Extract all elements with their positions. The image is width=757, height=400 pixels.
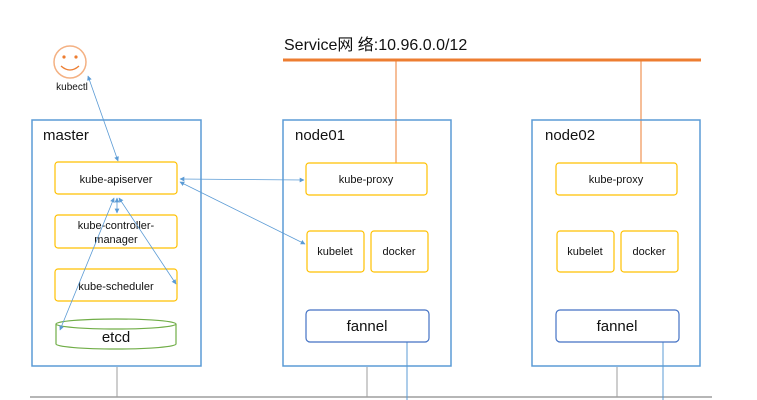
node01-kubelet-box	[306, 230, 365, 273]
kube-controller-manager-label-line2: manager	[94, 234, 138, 246]
apiserver-proxy-arrow	[179, 176, 305, 183]
etcd-label: etcd	[102, 329, 130, 346]
node02-kubelet-box	[556, 230, 615, 273]
node02-kube-proxy-label: kube-proxy	[589, 174, 644, 186]
apiserver-scheduler-arrow	[118, 197, 177, 285]
node02-box	[531, 119, 701, 367]
node02-title: node02	[545, 127, 595, 144]
kubectl-apiserver-arrow	[87, 75, 119, 162]
kubectl-smiley-icon	[53, 45, 87, 79]
node01-fannel-box	[305, 309, 430, 343]
kube-controller-manager-label-line1: kube-controller-	[78, 220, 155, 232]
apiserver-kubelet-arrow	[179, 181, 306, 245]
node02-kube-proxy-box	[555, 162, 678, 196]
node02-fannel-box	[555, 309, 680, 343]
node01-kube-proxy-box	[305, 162, 428, 196]
kube-apiserver-box	[54, 161, 178, 195]
node01-title: node01	[295, 127, 345, 144]
node02-kubelet-label: kubelet	[567, 246, 602, 258]
node02-docker-label: docker	[632, 246, 665, 258]
service-network-label: Service网 络:10.96.0.0/12	[284, 35, 467, 54]
master-title: master	[43, 127, 89, 144]
node01-fannel-label: fannel	[347, 318, 388, 335]
node02-fannel-label: fannel	[597, 318, 638, 335]
node02-docker-box	[620, 230, 679, 273]
kubectl-label: kubectl	[56, 82, 88, 93]
node01-kube-proxy-label: kube-proxy	[339, 174, 394, 186]
kube-apiserver-label: kube-apiserver	[80, 174, 153, 186]
node01-docker-label: docker	[382, 246, 415, 258]
node01-kubelet-label: kubelet	[317, 246, 352, 258]
node01-docker-box	[370, 230, 429, 273]
apiserver-etcd-arrow	[59, 197, 115, 331]
kube-scheduler-label: kube-scheduler	[78, 281, 154, 293]
